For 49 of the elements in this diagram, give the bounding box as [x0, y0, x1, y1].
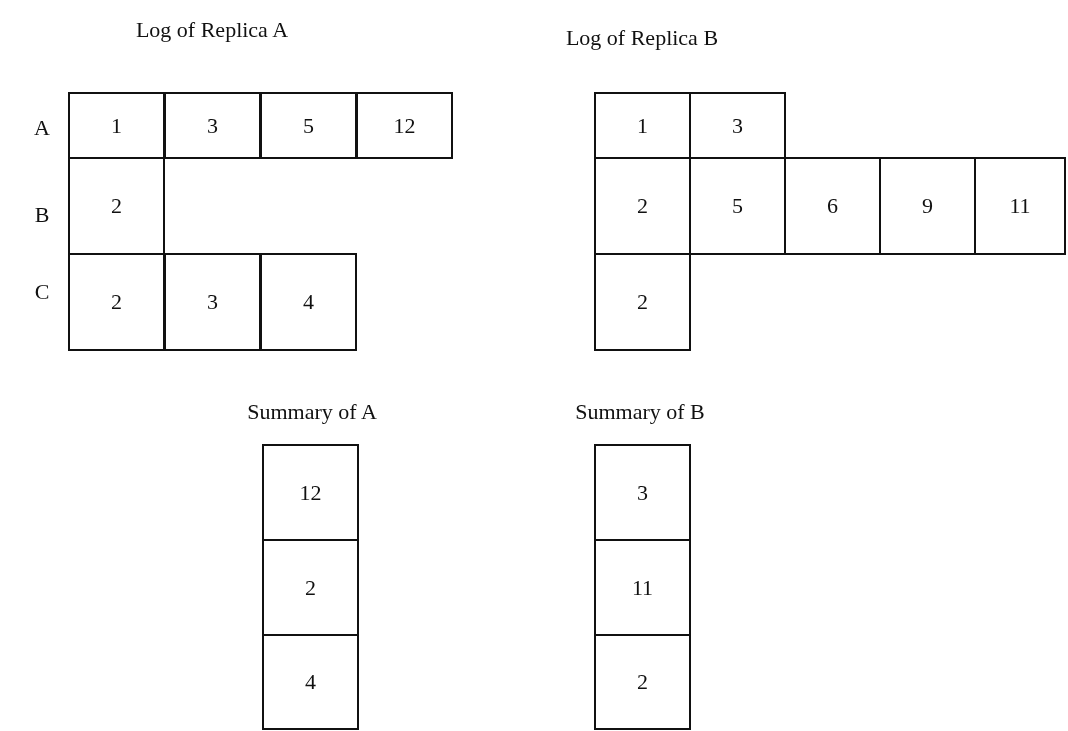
log-entry-box: [260, 92, 357, 159]
entry-number: 3: [207, 289, 218, 315]
panel-title: Log of Replica B: [565, 25, 719, 51]
log-entry-box: [356, 92, 453, 159]
entry-number: 1: [111, 112, 122, 139]
row-label: C: [34, 279, 50, 305]
log-entry-box: [164, 253, 261, 351]
entry-number: 11: [1009, 193, 1031, 219]
log-entry-box: [594, 444, 691, 541]
entry-number: 6: [827, 193, 838, 219]
entry-number: 2: [637, 669, 648, 695]
log-entry-box: [262, 444, 359, 541]
entry-number: 4: [305, 669, 316, 695]
log-entry-box: [784, 157, 881, 255]
log-entry-box: [594, 253, 691, 351]
log-entry-box: [879, 157, 976, 255]
entry-number: 2: [111, 193, 122, 219]
panel-title: Log of Replica A: [135, 17, 289, 43]
log-entry-box: [594, 634, 691, 730]
entry-number: 5: [303, 112, 314, 139]
entry-number: 3: [637, 479, 648, 506]
log-entry-box: [594, 92, 691, 159]
entry-number: 3: [207, 112, 218, 139]
row-label: B: [34, 202, 50, 228]
entry-number: 12: [299, 479, 322, 506]
entry-number: 2: [637, 289, 648, 315]
entry-number: 9: [922, 193, 933, 219]
entry-number: 5: [732, 193, 743, 219]
log-entry-box: [68, 157, 165, 255]
log-entry-box: [262, 539, 359, 636]
log-entry-box: [262, 634, 359, 730]
log-entry-box: [260, 253, 357, 351]
log-entry-box: [68, 253, 165, 351]
entry-number: 1: [637, 112, 648, 139]
entry-number: 12: [393, 112, 416, 139]
entry-number: 4: [303, 289, 314, 315]
log-entry-box: [689, 92, 786, 159]
entry-number: 2: [637, 193, 648, 219]
entry-number: 2: [305, 574, 316, 601]
panel-title: Summary of B: [575, 399, 705, 425]
entry-number: 3: [732, 112, 743, 139]
row-label: A: [34, 115, 50, 141]
log-entry-box: [164, 92, 261, 159]
log-entry-box: [594, 539, 691, 636]
log-entry-box: [974, 157, 1066, 255]
log-entry-box: [68, 92, 165, 159]
entry-number: 11: [631, 574, 654, 601]
panel-title: Summary of A: [247, 399, 377, 425]
entry-number: 2: [111, 289, 122, 315]
